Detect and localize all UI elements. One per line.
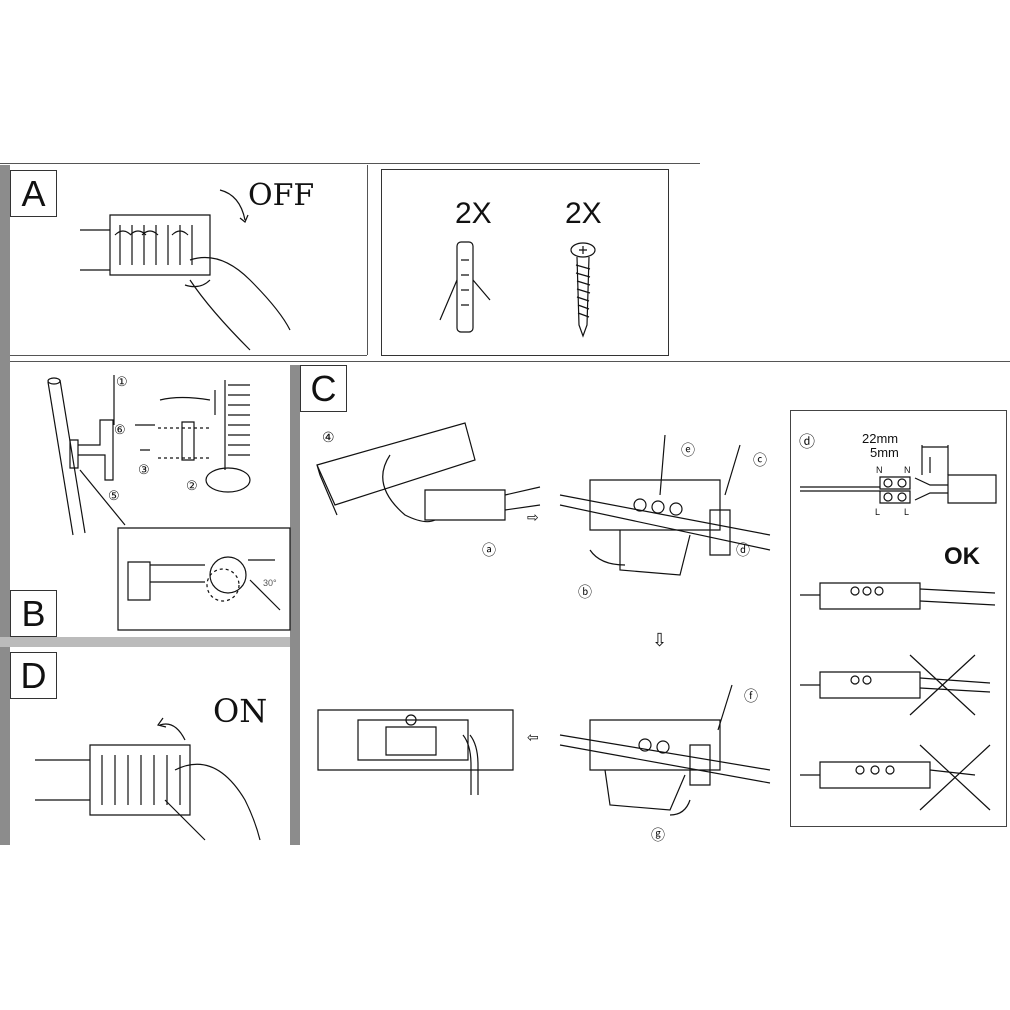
sub-step-a: ⓐ xyxy=(482,542,496,558)
incorrect-wiring-example-1 xyxy=(800,650,1000,720)
wiring-detail-box xyxy=(790,410,1007,827)
panel-b-label: B xyxy=(10,590,57,637)
arrow-right: ⇨ xyxy=(527,509,539,525)
off-label: OFF xyxy=(248,178,315,213)
terminal-l2: L xyxy=(904,507,910,517)
sub-step-g: ⓖ xyxy=(651,827,665,843)
step-6: ⑥ xyxy=(114,422,126,437)
step-5: ⑤ xyxy=(108,488,120,503)
sub-step-c: ⓒ xyxy=(753,452,767,468)
panel-c-label: C xyxy=(300,365,347,412)
wall-mount-illustration xyxy=(10,370,290,635)
divider xyxy=(0,163,700,164)
terminal-block-open-illustration xyxy=(560,425,780,585)
incorrect-wiring-example-2 xyxy=(800,745,1000,815)
detail-label: ⓓ xyxy=(799,434,816,451)
strip-length-22mm: 22mm xyxy=(862,431,899,446)
arrow-left: ⇦ xyxy=(527,729,539,745)
side-bar xyxy=(290,365,300,845)
step-2: ② xyxy=(186,478,198,493)
step-1: ① xyxy=(116,374,128,389)
divider xyxy=(0,361,1010,362)
sub-step-b: ⓑ xyxy=(578,584,592,600)
screw-icon xyxy=(565,240,605,340)
terminal-l1: L xyxy=(875,507,881,517)
wall-anchor-icon xyxy=(435,240,495,340)
ok-label: OK xyxy=(944,543,980,570)
terminal-n2: N xyxy=(904,465,911,475)
terminal-n1: N xyxy=(876,465,883,475)
sub-step-e: ⓔ xyxy=(681,442,695,458)
on-label: ON xyxy=(213,692,268,730)
panel-a-label: A xyxy=(10,170,57,217)
anchor-quantity: 2X xyxy=(455,197,492,230)
parts-box xyxy=(381,169,669,356)
breaker-on-illustration xyxy=(35,710,265,840)
side-bar xyxy=(0,637,290,647)
step-4: ④ xyxy=(322,429,335,445)
sub-step-f: ⓕ xyxy=(744,688,758,704)
breaker-off-illustration xyxy=(80,200,290,350)
side-bar xyxy=(0,165,10,845)
assembled-housing-illustration xyxy=(318,705,518,800)
correct-wiring-example xyxy=(800,575,1000,615)
divider xyxy=(10,355,367,356)
terminal-block-closed-illustration xyxy=(560,665,780,825)
sub-step-d: ⓓ xyxy=(736,542,750,558)
divider xyxy=(367,165,368,355)
screw-quantity: 2X xyxy=(565,197,602,230)
housing-wiring-illustration xyxy=(315,415,545,555)
wire-strip-diagram xyxy=(800,445,1000,510)
strip-length-5mm: 5mm xyxy=(870,445,899,460)
arrow-down: ⇩ xyxy=(652,630,668,650)
panel-d-label: D xyxy=(10,652,57,699)
angle-label: 30° xyxy=(263,578,277,588)
step-3: ③ xyxy=(138,462,150,477)
